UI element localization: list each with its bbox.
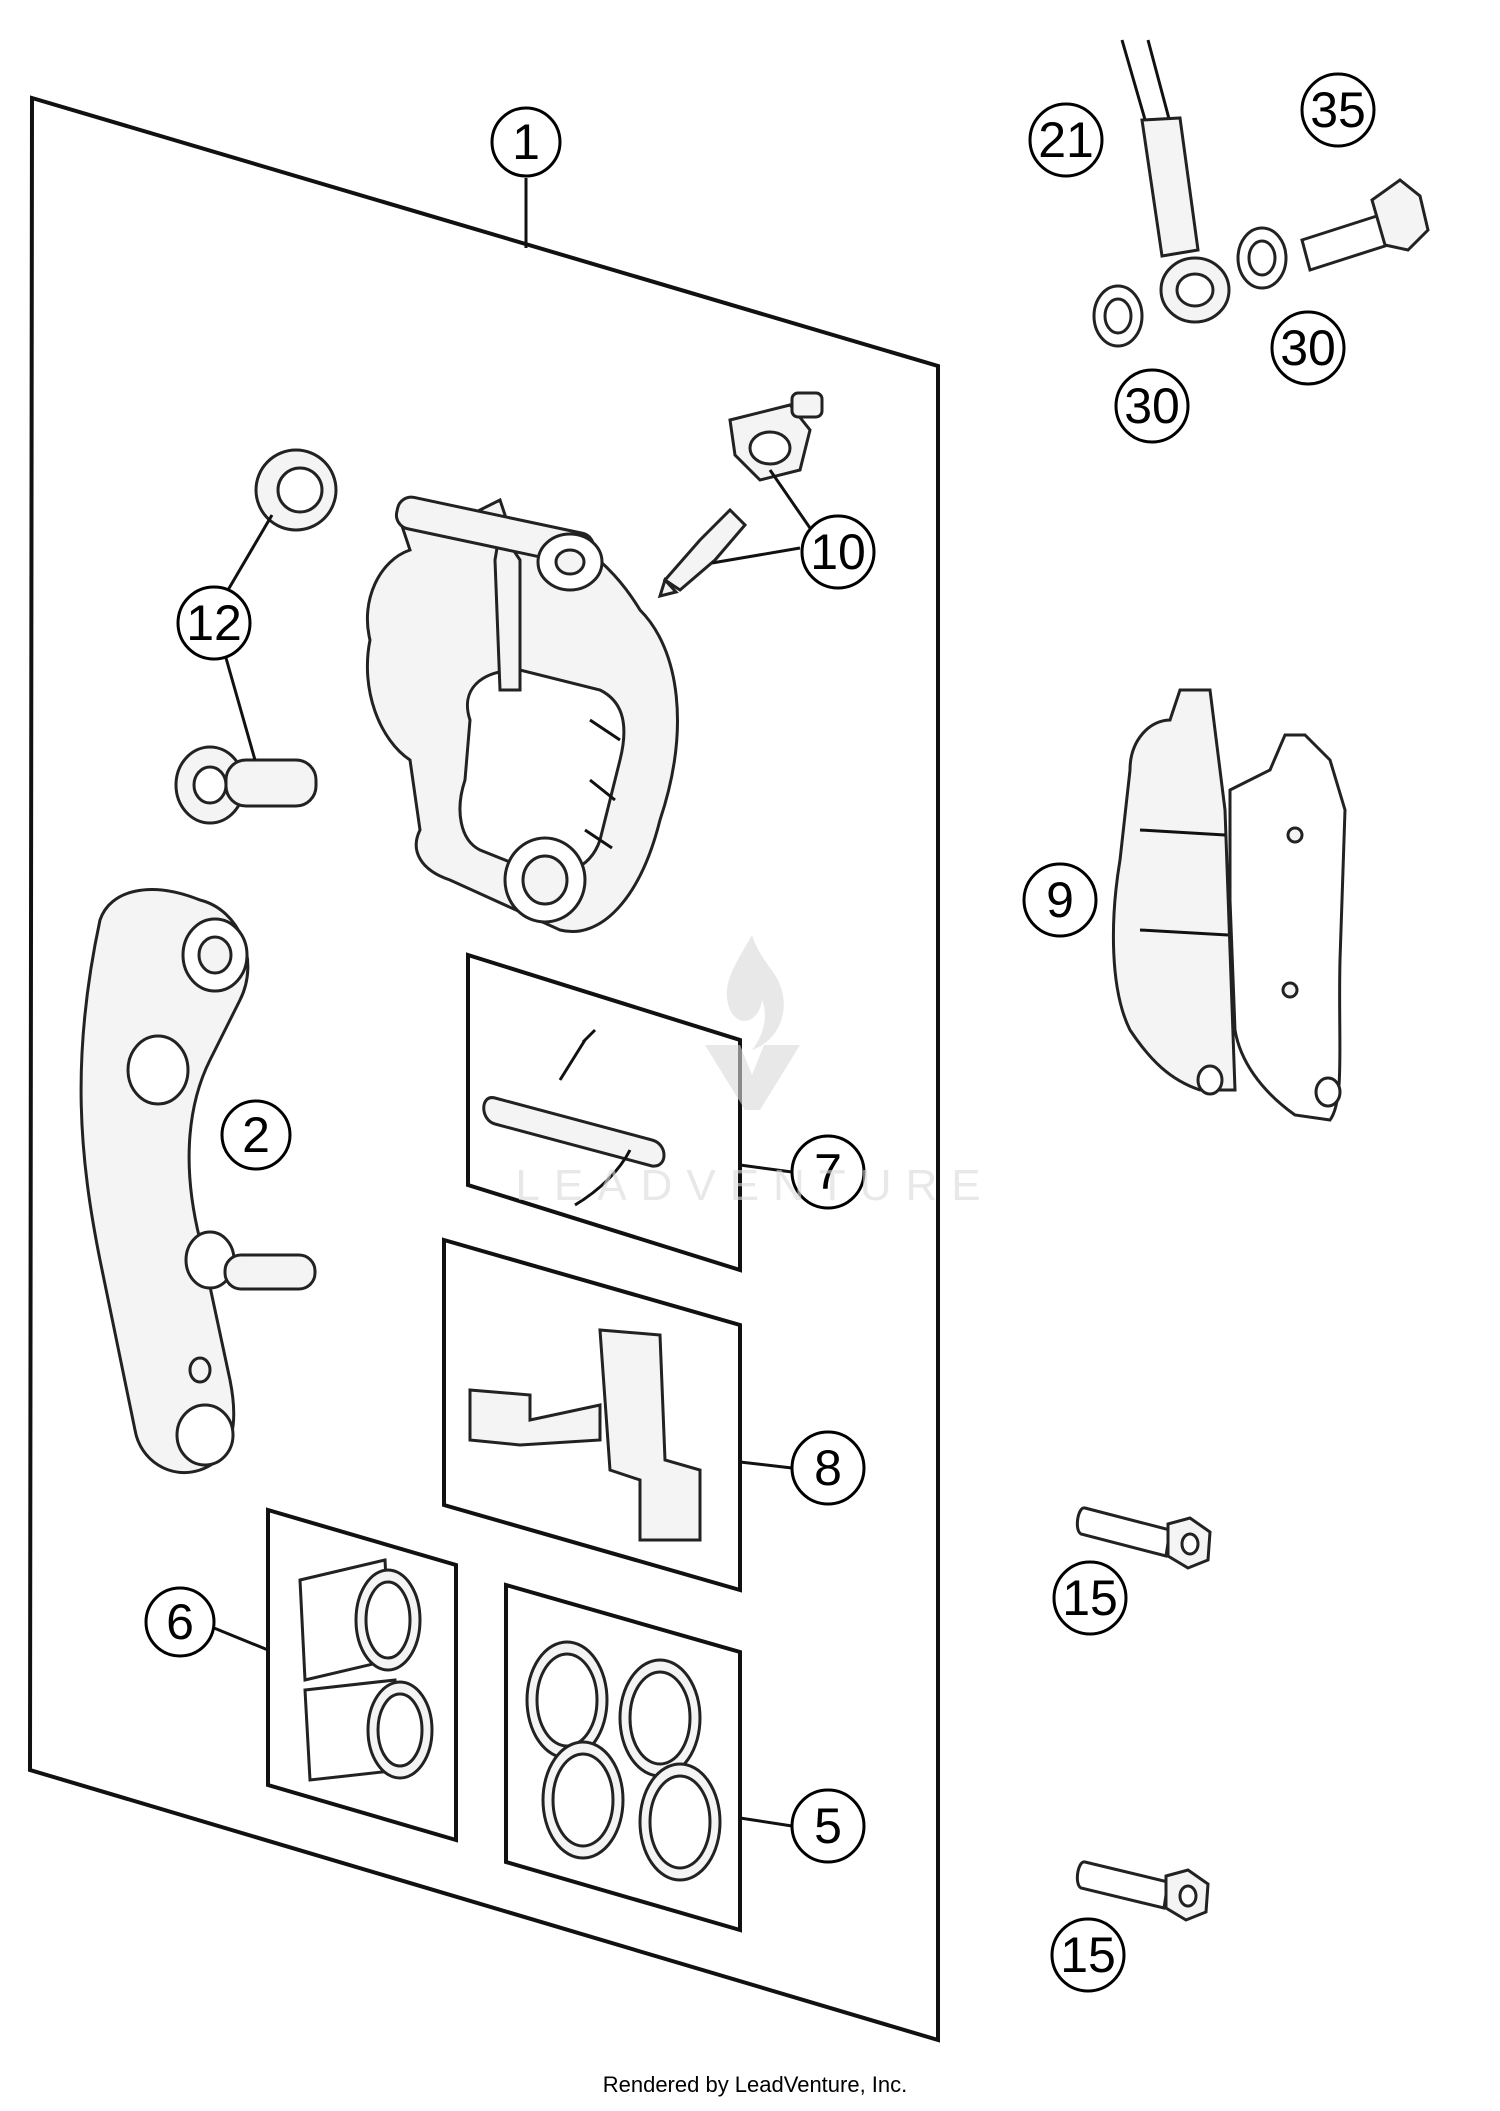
brake-line [1120, 39, 1231, 324]
leader-line-12b [224, 657, 257, 761]
brake-pad-set [1111, 688, 1347, 1122]
callout-7[interactable]: 7 [790, 1134, 866, 1210]
washer-right [1236, 226, 1288, 290]
watermark-text: LEADVENTURE [515, 1161, 994, 1210]
brake-caliper [365, 495, 679, 933]
svg-text:6: 6 [166, 1594, 194, 1650]
callout-6[interactable]: 6 [144, 1586, 216, 1658]
mounting-bolt-lower [1075, 1860, 1210, 1922]
callout-30a[interactable]: 30 [1114, 368, 1190, 444]
callout-15a[interactable]: 15 [1052, 1560, 1128, 1636]
piston-kit-box [266, 1507, 458, 1843]
callout-30b[interactable]: 30 [1270, 310, 1346, 386]
callout-9[interactable]: 9 [1022, 862, 1098, 938]
caliper-bracket [79, 888, 317, 1475]
svg-text:5: 5 [814, 1798, 842, 1854]
pin-kit-box [466, 952, 742, 1273]
callout-8[interactable]: 8 [790, 1430, 866, 1506]
leader-line-6 [213, 1626, 269, 1652]
spring-kit-box [442, 1237, 742, 1593]
caliper-assembly-frame [27, 95, 940, 2043]
leader-line-10b [711, 546, 801, 565]
dust-cap-set [174, 448, 338, 825]
banjo-bolt [1300, 178, 1430, 272]
leader-line-7 [739, 1163, 793, 1174]
callout-12[interactable]: 12 [176, 585, 252, 661]
svg-text:10: 10 [810, 524, 866, 580]
callout-15b[interactable]: 15 [1050, 1917, 1126, 1993]
seal-ring-kit-box [504, 1582, 742, 1933]
svg-text:35: 35 [1310, 82, 1366, 138]
washer-left [1092, 284, 1144, 348]
leader-line-12a [226, 514, 274, 591]
leader-line-8 [739, 1460, 793, 1470]
leader-line-5 [739, 1816, 793, 1828]
svg-text:21: 21 [1038, 112, 1094, 168]
callout-5[interactable]: 5 [790, 1788, 866, 1864]
svg-text:9: 9 [1046, 872, 1074, 928]
svg-text:7: 7 [814, 1144, 842, 1200]
callout-10[interactable]: 10 [800, 514, 876, 590]
leader-line-10a [768, 469, 812, 529]
svg-text:2: 2 [242, 1107, 270, 1163]
mounting-bolt-upper [1075, 1506, 1212, 1570]
footer-credit: Rendered by LeadVenture, Inc. [603, 2072, 908, 2097]
callout-21[interactable]: 21 [1028, 102, 1104, 178]
svg-text:8: 8 [814, 1440, 842, 1496]
watermark: LEADVENTURE [515, 935, 994, 1210]
callout-1[interactable]: 1 [490, 106, 562, 178]
svg-text:12: 12 [186, 595, 242, 651]
svg-text:15: 15 [1060, 1927, 1116, 1983]
svg-text:30: 30 [1280, 320, 1336, 376]
svg-text:1: 1 [512, 114, 540, 170]
bleeder-valve-set [657, 391, 824, 599]
callout-2[interactable]: 2 [220, 1099, 292, 1171]
svg-text:30: 30 [1124, 378, 1180, 434]
callout-35[interactable]: 35 [1300, 72, 1376, 148]
svg-text:15: 15 [1062, 1570, 1118, 1626]
